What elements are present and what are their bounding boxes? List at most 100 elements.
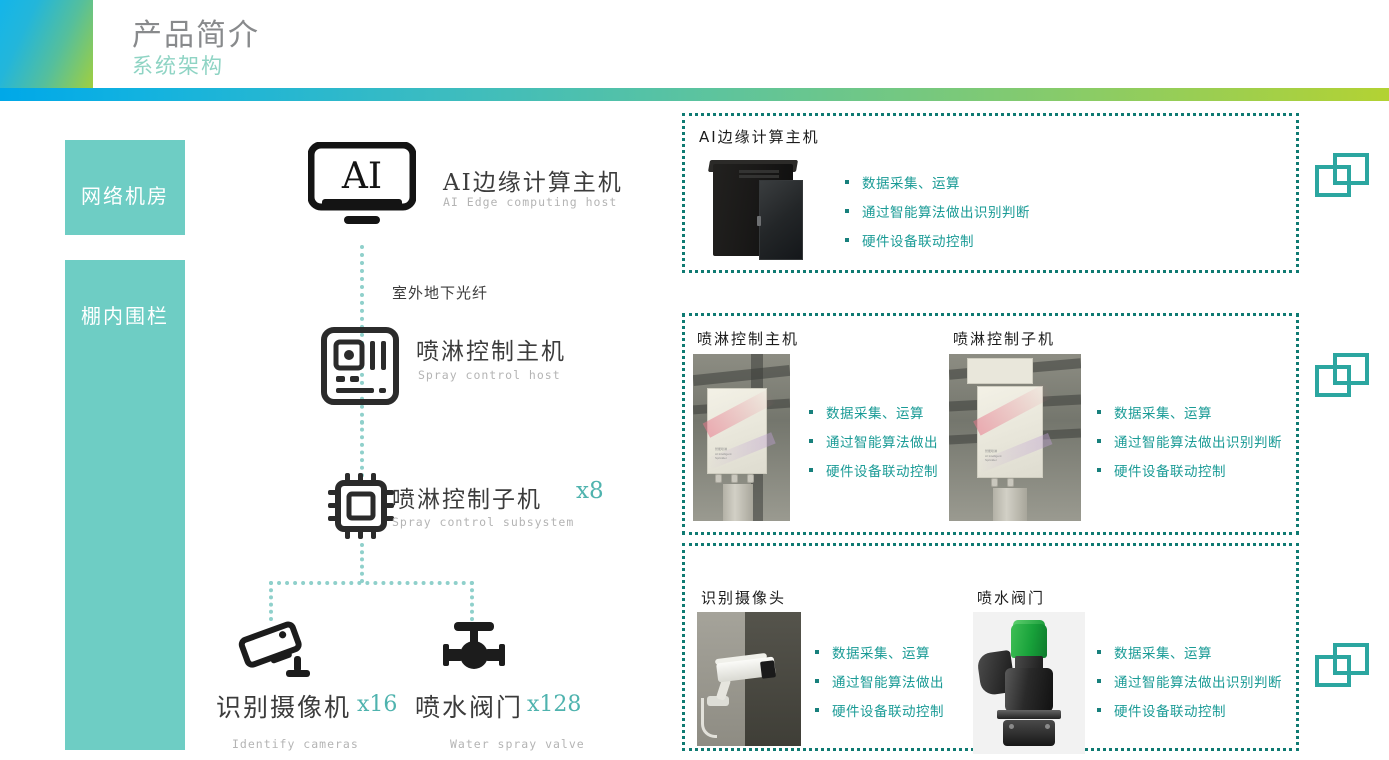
bullet-dot-icon [1097,468,1101,472]
bullet-label: 数据采集、运算 [862,176,960,192]
bullet-item: 通过智能算法做出识别判断 [1097,431,1282,451]
bullet-item: 数据采集、运算 [845,172,1030,192]
square-back-icon [1333,153,1369,185]
panel-item-bullets: 数据采集、运算 通过智能算法做出 硬件设备联动控制 [809,402,938,489]
bullet-label: 数据采集、运算 [1114,406,1212,422]
node-sublabel-water-spray-valve: Water spray valve [450,737,585,751]
node-label-water-spray-valve: 喷水阀门 [415,693,524,722]
panel-item-bullets: 数据采集、运算 通过智能算法做出识别判断 硬件设备联动控制 [1097,402,1282,489]
connector-branch-to-valve [470,581,474,621]
bullet-dot-icon [1097,708,1101,712]
bullet-label: 通过智能算法做出 [832,675,944,691]
bullet-item: 数据采集、运算 [1097,402,1282,422]
node-label-identify-camera: 识别摄像机 [216,693,352,722]
bullet-dot-icon [845,209,849,213]
panel-item-bullets: 数据采集、运算 通过智能算法做出识别判断 硬件设备联动控制 [845,172,1030,259]
bullet-dot-icon [809,410,813,414]
bullet-dot-icon [1097,439,1101,443]
node-sublabel-spray-control-subsystem: Spray control subsystem [392,515,575,529]
bullet-label: 硬件设备联动控制 [1114,704,1226,720]
bullet-label: 硬件设备联动控制 [832,704,944,720]
bullet-dot-icon [815,650,819,654]
panel-item-bullets: 数据采集、运算 通过智能算法做出 硬件设备联动控制 [815,642,944,729]
node-sublabel-identify-camera: Identify cameras [232,737,359,751]
overlapping-squares-icon [1315,353,1371,405]
zone-label-indoor-fence: 棚内围栏 [65,260,185,750]
bullet-dot-icon [815,679,819,683]
connector-branch-horizontal [269,581,474,585]
connector-branch-to-camera [269,581,273,621]
node-label-spray-control-subsystem: 喷淋控制子机 [392,487,542,513]
bullet-dot-icon [1097,650,1101,654]
monitor-ai-icon: AI [307,141,417,237]
bullet-item: 硬件设备联动控制 [1097,460,1282,480]
bullet-item: 硬件设备联动控制 [809,460,938,480]
server-module-icon [320,326,400,411]
bullet-label: 通过智能算法做出 [826,435,938,451]
camera-photo [697,612,801,746]
bullet-item: 硬件设备联动控制 [845,230,1030,250]
header-gradient-bar [0,88,1389,101]
node-sublabel-ai-edge-host: AI Edge computing host [443,195,618,209]
page-header: 产品简介 系统架构 [0,0,1389,101]
bullet-label: 数据采集、运算 [832,646,930,662]
bullet-dot-icon [809,439,813,443]
panel-item-bullets: 数据采集、运算 通过智能算法做出识别判断 硬件设备联动控制 [1097,642,1282,729]
page-subtitle: 系统架构 [132,54,224,78]
square-front-icon [1315,655,1351,687]
bullet-label: 硬件设备联动控制 [826,464,938,480]
bullet-item: 通过智能算法做出 [815,671,944,691]
square-front-icon [1315,165,1351,197]
bullet-item: 通过智能算法做出识别判断 [845,201,1030,221]
square-back-icon [1333,353,1369,385]
bullet-label: 数据采集、运算 [826,406,924,422]
bullet-dot-icon [1097,410,1101,414]
valve-photo [973,612,1085,754]
bullet-label: 通过智能算法做出识别判断 [1114,675,1282,691]
connector-host-to-subsystem [360,420,364,485]
panel-field-devices: 识别摄像头 数据采集、运算 通过智能算法做出 硬件设备联动控制 喷水阀门 [682,543,1299,754]
square-back-icon [1333,643,1369,675]
fiber-link-label: 室外地下光纤 [392,284,489,302]
node-sublabel-spray-control-host: Spray control host [418,368,561,382]
panel-item-title: 识别摄像头 [701,589,787,607]
bullet-item: 数据采集、运算 [815,642,944,662]
bullet-item: 硬件设备联动控制 [1097,700,1282,720]
node-label-ai-edge-host: AI边缘计算主机 [443,170,623,196]
connector-subsystem-trunk [360,543,364,583]
overlapping-squares-icon [1315,643,1371,695]
page-title: 产品简介 [132,18,260,53]
panel-item-title: 喷水阀门 [977,589,1046,607]
server-rack-photo [701,156,809,264]
bullet-dot-icon [1097,679,1101,683]
system-architecture-diagram: AI AI边缘计算主机 AI Edge computing host 室外地下光… [0,100,660,760]
bullet-label: 硬件设备联动控制 [1114,464,1226,480]
zone-label-network-room: 网络机房 [65,140,185,235]
panel-ai-edge-host: AI边缘计算主机 数据采集、运算 通过智能算法做出识别判断 硬件设备联动控制 [682,113,1299,273]
bullet-item: 硬件设备联动控制 [815,700,944,720]
node-count-identify-camera: x16 [357,692,398,717]
bullet-label: 通过智能算法做出识别判断 [862,205,1030,221]
node-count-water-spray-valve: x128 [527,692,582,717]
bullet-item: 通过智能算法做出识别判断 [1097,671,1282,691]
bullet-label: 数据采集、运算 [1114,646,1212,662]
bullet-label: 通过智能算法做出识别判断 [1114,435,1282,451]
bullet-dot-icon [815,708,819,712]
bullet-item: 通过智能算法做出 [809,431,938,451]
node-label-spray-control-host: 喷淋控制主机 [416,339,566,365]
cctv-camera-icon [236,618,314,687]
square-front-icon [1315,365,1351,397]
bullet-label: 硬件设备联动控制 [862,234,974,250]
bullet-dot-icon [845,180,849,184]
panel-item-title: 喷淋控制主机 [697,330,800,348]
panel-item-title: AI边缘计算主机 [699,128,820,146]
panel-item-title: 喷淋控制子机 [953,330,1056,348]
node-count-spray-control-subsystem: x8 [576,478,604,504]
bullet-dot-icon [809,468,813,472]
chip-icon [325,470,397,547]
overlapping-squares-icon [1315,153,1371,205]
valve-icon [440,618,508,687]
